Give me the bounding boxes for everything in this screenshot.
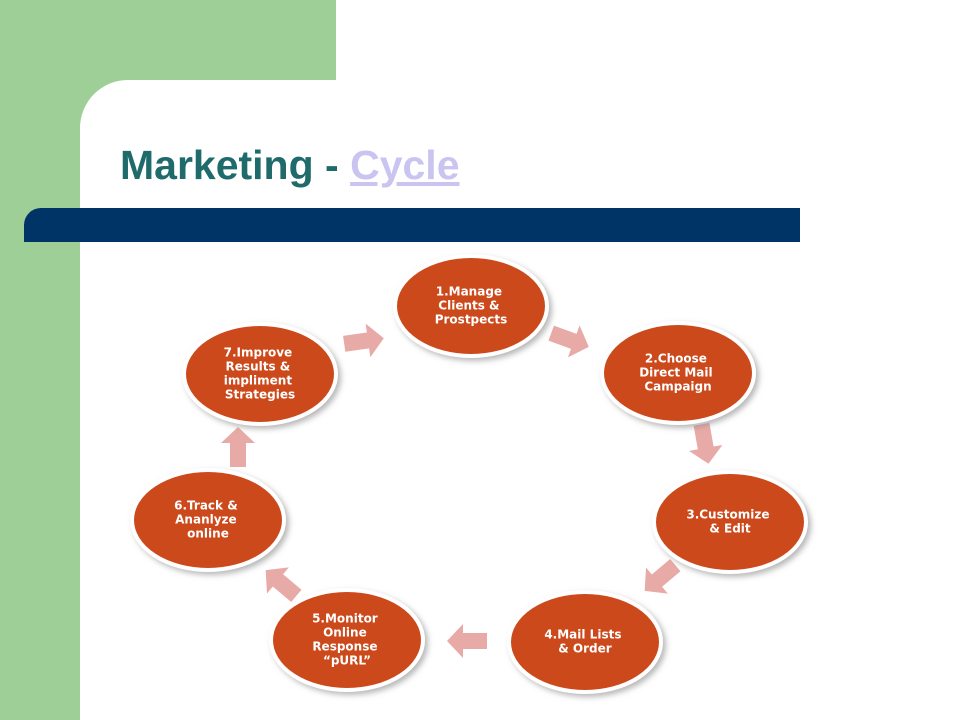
step-label: 7.Improve Results & impliment Strategies [224, 346, 297, 402]
step-circle [652, 470, 808, 574]
arrow-5-to-6 [265, 567, 302, 602]
step-label: 1.Manage Clients & Prostpects [435, 285, 508, 327]
step-circle [182, 322, 338, 426]
title-link[interactable]: Cycle [350, 142, 460, 188]
arrow-3-to-4 [644, 559, 681, 594]
step-circle [507, 590, 663, 694]
step-circle [269, 588, 425, 692]
page-title: Marketing - Cycle [120, 142, 460, 189]
step-label: 5.Monitor Online Response “pURL” [312, 612, 382, 668]
step-label: 3.Customize & Edit [686, 508, 773, 536]
arrow-7-to-1 [343, 323, 384, 358]
cycle-step-4: 4.Mail Lists & Order [507, 590, 663, 694]
cycle-step-3: 3.Customize & Edit [652, 470, 808, 574]
arrow-1-to-2 [548, 325, 589, 358]
step-label: 4.Mail Lists & Order [544, 628, 625, 656]
cycle-step-1: 1.Manage Clients & Prostpects [393, 254, 549, 358]
step-label: 6.Track & Ananlyze online [174, 499, 242, 541]
arrow-2-to-3 [688, 422, 723, 464]
step-circle [130, 468, 286, 572]
step-circle [600, 321, 756, 425]
title-divider-bar [24, 208, 800, 242]
title-divider-notch [24, 224, 66, 242]
cycle-step-5: 5.Monitor Online Response “pURL” [269, 588, 425, 692]
arrow-4-to-5 [447, 624, 487, 658]
title-text: Marketing - [120, 142, 351, 188]
cycle-step-7: 7.Improve Results & impliment Strategies [182, 322, 338, 426]
green-left-strip [0, 0, 80, 720]
cycle-step-6: 6.Track & Ananlyze online [130, 468, 286, 572]
step-circle [393, 254, 549, 358]
step-label: 2.Choose Direct Mail Campaign [639, 352, 717, 394]
arrow-6-to-7 [221, 427, 255, 467]
cycle-step-2: 2.Choose Direct Mail Campaign [600, 321, 756, 425]
